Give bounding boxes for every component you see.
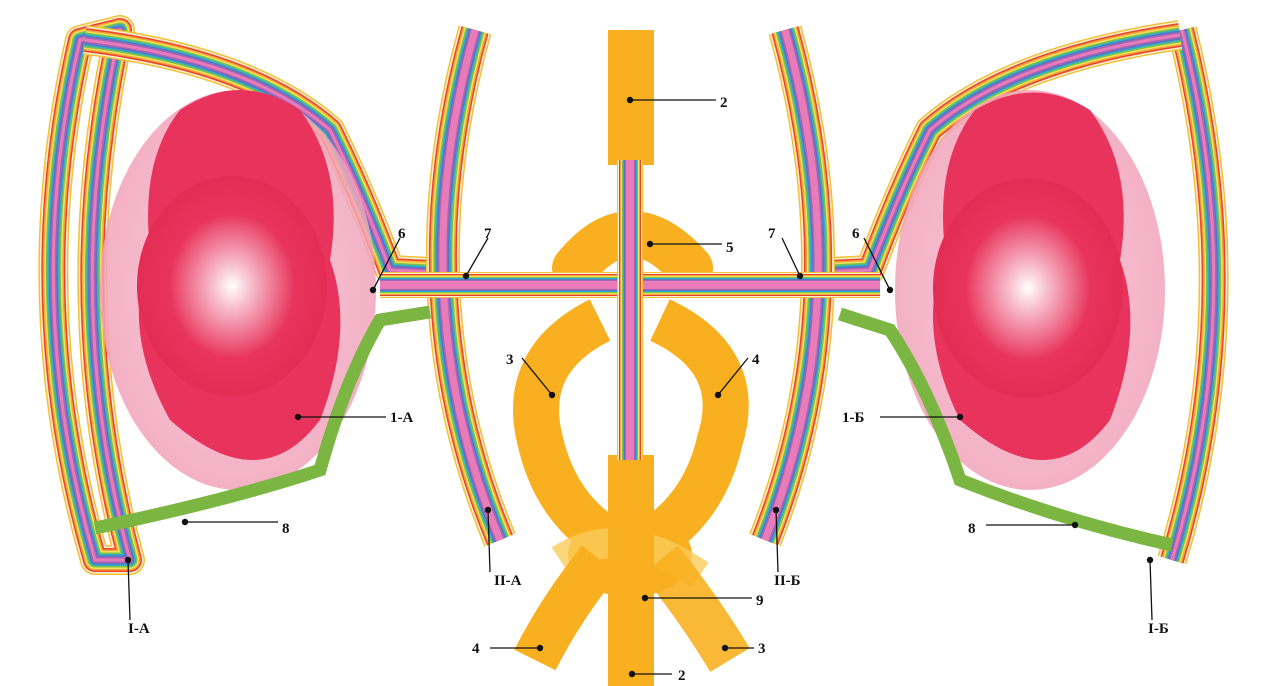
label-8-left: 8 — [282, 521, 290, 537]
label-8-right: 8 — [968, 521, 976, 537]
leader-dot — [773, 507, 779, 513]
label-6-left: 6 — [398, 226, 406, 242]
leader-dot — [537, 645, 543, 651]
label-2-top: 2 — [720, 95, 728, 111]
leader-dot — [722, 645, 728, 651]
leader-dot — [642, 595, 648, 601]
label-7-left: 7 — [484, 226, 492, 242]
leader-dot — [715, 392, 721, 398]
leader-dot — [1072, 522, 1078, 528]
label-4-bottom: 4 — [472, 641, 480, 657]
leader-dot — [1147, 557, 1153, 563]
label-6-right: 6 — [852, 226, 860, 242]
leader-dot — [485, 507, 491, 513]
label-9: 9 — [756, 593, 764, 609]
leader-dot — [797, 273, 803, 279]
leader-dot — [627, 97, 633, 103]
label-5: 5 — [726, 240, 734, 256]
leader-dot — [647, 241, 653, 247]
label-2a: II-А — [494, 573, 522, 589]
leader-dot — [957, 414, 963, 420]
label-1b: 1-Б — [842, 410, 864, 426]
label-1a: 1-А — [390, 410, 413, 426]
leader-dot — [370, 287, 376, 293]
leader-dot — [295, 414, 301, 420]
label-4-right: 4 — [752, 352, 760, 368]
label-1b-outer: I-Б — [1148, 621, 1169, 637]
leader-line — [466, 238, 488, 276]
label-2b: II-Б — [774, 573, 801, 589]
leader-dot — [549, 392, 555, 398]
leader-line — [1150, 560, 1152, 620]
label-1a-outer: I-А — [128, 621, 150, 637]
label-7-right: 7 — [768, 226, 776, 242]
leader-dot — [629, 671, 635, 677]
leader-dot — [463, 273, 469, 279]
label-3-left: 3 — [506, 352, 514, 368]
leader-dot — [125, 557, 131, 563]
leader-dot — [887, 287, 893, 293]
leader-line — [782, 238, 800, 276]
leader-dot — [182, 519, 188, 525]
label-2-bottom: 2 — [678, 668, 686, 684]
label-3-bottom: 3 — [758, 641, 766, 657]
